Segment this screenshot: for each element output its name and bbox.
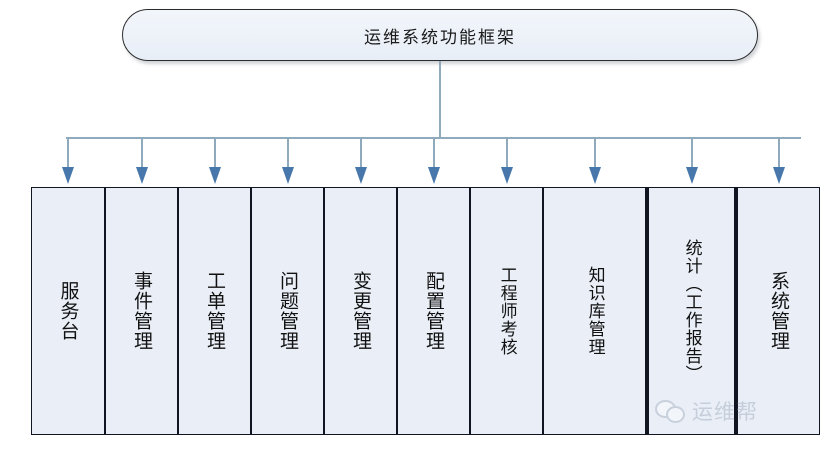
connector-arrow-line <box>360 138 362 171</box>
root-node-label: 运维系统功能框架 <box>364 27 516 48</box>
connector-arrow-line <box>287 138 289 171</box>
leaf-box[interactable]: 系统管理 <box>737 187 820 435</box>
leaf-box[interactable]: 问题管理 <box>251 187 324 435</box>
leaf-box-label: 变更管理 <box>349 271 372 351</box>
leaf-box[interactable]: 服务台 <box>31 187 105 435</box>
connector-arrow-head <box>773 167 785 184</box>
leaf-box-label: 问题管理 <box>276 271 299 351</box>
leaf-box-label: 事件管理 <box>130 271 153 351</box>
connector-arrow-line <box>67 138 69 171</box>
connector-arrow-head <box>355 167 367 184</box>
leaf-box-row: 服务台 事件管理 工单管理 问题管理 变更管理 配置管理 工程师考核 知识库管理 统计（工作报告… <box>31 187 820 435</box>
connector-arrow-head <box>282 167 294 184</box>
root-stem <box>439 61 441 138</box>
leaf-box[interactable]: 统计（工作报告） <box>646 187 737 435</box>
connector-arrow-head <box>501 167 513 184</box>
leaf-box[interactable]: 工单管理 <box>178 187 251 435</box>
leaf-box-label: 统计（工作报告） <box>681 239 702 383</box>
connector-arrow-head <box>589 167 601 184</box>
connector-arrow-head <box>136 167 148 184</box>
connector-arrow-line <box>594 138 596 171</box>
leaf-box-label: 服务台 <box>57 281 80 341</box>
connector-arrow-head <box>686 167 698 184</box>
connector-arrow-line <box>778 138 780 171</box>
connector-arrow-head <box>209 167 221 184</box>
leaf-box-label: 工程师考核 <box>496 266 517 356</box>
leaf-box[interactable]: 知识库管理 <box>543 187 646 435</box>
connector-arrow-head <box>62 167 74 184</box>
leaf-box[interactable]: 工程师考核 <box>470 187 543 435</box>
leaf-box-label: 工单管理 <box>203 271 226 351</box>
connector-arrow-line <box>506 138 508 171</box>
connector-arrow-line <box>141 138 143 171</box>
root-node: 运维系统功能框架 <box>122 9 758 61</box>
connector-arrow-line <box>691 138 693 171</box>
connector-arrow-head <box>428 167 440 184</box>
leaf-box-label: 知识库管理 <box>584 266 605 356</box>
leaf-box[interactable]: 事件管理 <box>105 187 178 435</box>
leaf-box[interactable]: 变更管理 <box>324 187 397 435</box>
leaf-box[interactable]: 配置管理 <box>397 187 470 435</box>
leaf-box-label: 配置管理 <box>422 271 445 351</box>
connector-arrow-line <box>433 138 435 171</box>
connector-arrow-line <box>214 138 216 171</box>
leaf-box-label: 系统管理 <box>767 271 790 351</box>
